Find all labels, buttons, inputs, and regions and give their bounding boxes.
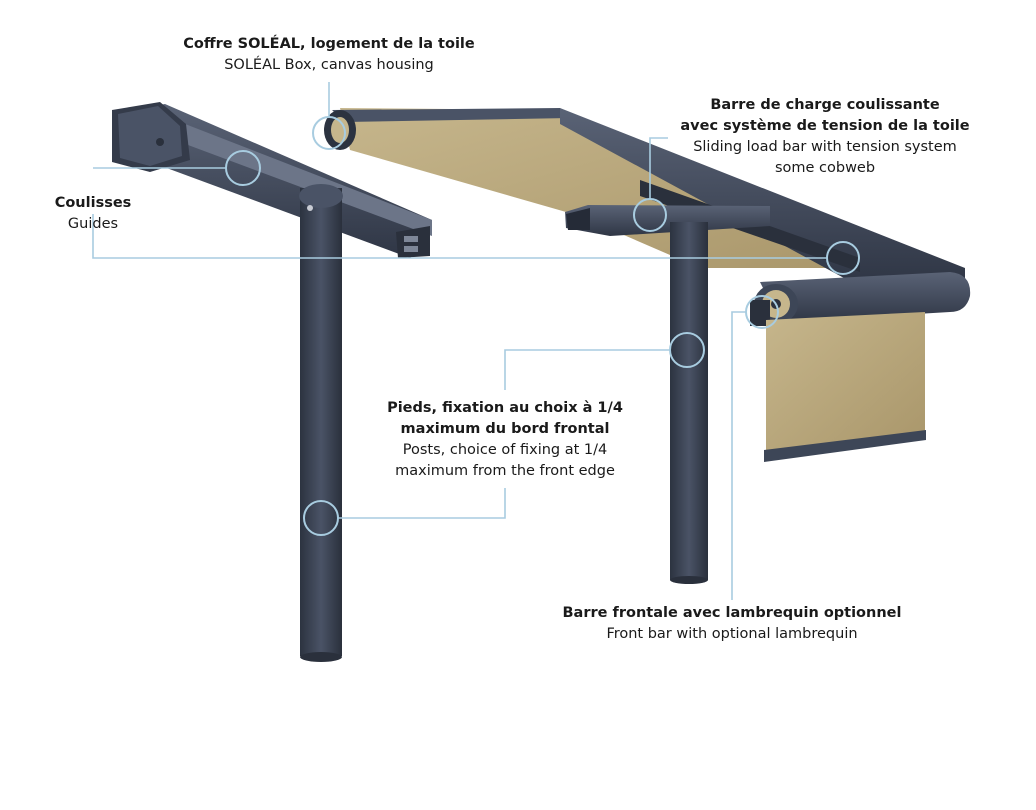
callout-load-bar: Barre de charge coulissante avec système… bbox=[672, 95, 978, 179]
leader-lines bbox=[92, 82, 828, 600]
callout-guides-title: Coulisses bbox=[54, 195, 132, 211]
callout-posts: Pieds, fixation au choix à 1/4 maximum d… bbox=[374, 398, 636, 482]
callout-load-bar-title-2: avec système de tension de la toile bbox=[680, 118, 970, 134]
ring-box bbox=[312, 116, 346, 150]
ring-right-rail bbox=[826, 241, 860, 275]
ring-right-post bbox=[669, 332, 705, 368]
callout-front-bar-subtitle: Front bar with optional lambrequin bbox=[606, 626, 858, 642]
callout-guides-subtitle: Guides bbox=[67, 216, 119, 232]
callout-load-bar-subtitle-2: some cobweb bbox=[774, 160, 876, 176]
ring-load-bar bbox=[633, 198, 667, 232]
callout-box-title: Coffre SOLÉAL, logement de la toile bbox=[183, 36, 475, 52]
callout-box-subtitle: SOLÉAL Box, canvas housing bbox=[224, 57, 434, 73]
leader-posts-upper bbox=[504, 349, 670, 390]
left-post bbox=[299, 184, 343, 662]
leader-load-bar bbox=[649, 137, 668, 200]
ring-front-bar bbox=[745, 295, 779, 329]
callout-load-bar-title-1: Barre de charge coulissante bbox=[710, 97, 940, 113]
callout-box: Coffre SOLÉAL, logement de la toile SOLÉ… bbox=[170, 34, 488, 76]
callout-posts-subtitle-1: Posts, choice of fixing at 1/4 bbox=[402, 442, 608, 458]
leader-guides-lower bbox=[92, 214, 828, 259]
callout-rings bbox=[225, 116, 860, 536]
sliding-load-bar bbox=[565, 205, 770, 236]
callout-load-bar-subtitle-1: Sliding load bar with tension system bbox=[693, 139, 957, 155]
front-bar bbox=[750, 272, 971, 462]
callout-posts-title-2: maximum du bord frontal bbox=[400, 421, 610, 437]
ring-left-post bbox=[303, 500, 339, 536]
leader-posts-lower bbox=[338, 488, 506, 519]
callout-posts-title-1: Pieds, fixation au choix à 1/4 bbox=[387, 400, 623, 416]
left-end-housing bbox=[112, 102, 190, 172]
leader-front-bar bbox=[731, 311, 746, 600]
callout-front-bar: Barre frontale avec lambrequin optionnel… bbox=[560, 603, 904, 645]
ring-guide-rail bbox=[225, 150, 261, 186]
callout-posts-subtitle-2: maximum from the front edge bbox=[395, 463, 615, 479]
callout-guides: Coulisses Guides bbox=[40, 193, 146, 235]
callout-front-bar-title: Barre frontale avec lambrequin optionnel bbox=[562, 605, 902, 621]
right-post bbox=[670, 222, 708, 584]
